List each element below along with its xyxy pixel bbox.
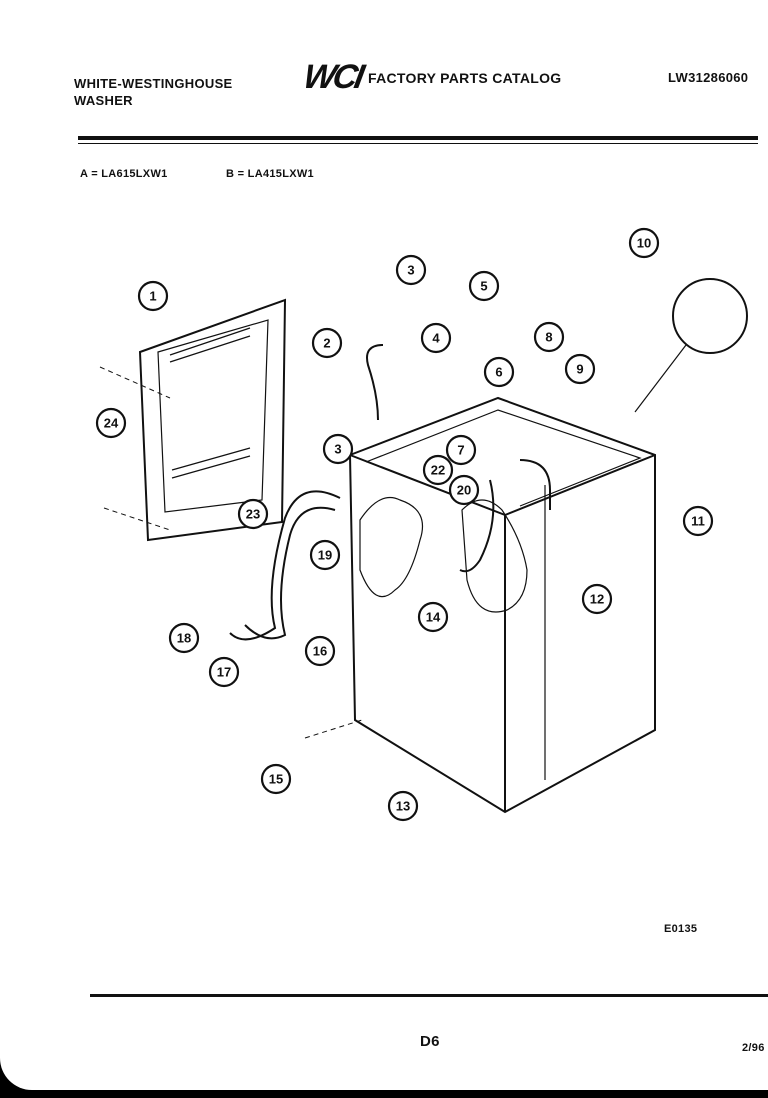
callout-label: 20 [457,483,471,498]
callout-circle [564,353,596,385]
callout-label: 13 [396,799,410,814]
callout-label: 24 [104,416,119,431]
callout-circle [137,280,169,312]
callout-circle [628,227,660,259]
footer-rule [90,994,768,997]
hose-drawing [229,278,748,739]
callout-circle [260,763,292,795]
callout-3: 3 [395,254,427,286]
cabinet-drawing [348,396,656,814]
model-a: A = LA615LXW1 [80,168,168,180]
callout-5: 5 [468,270,500,302]
callout-18: 18 [168,622,200,654]
callout-14: 14 [417,601,449,633]
callout-17: 17 [208,656,240,688]
callout-circle [237,498,269,530]
callout-circle [322,433,354,465]
back-panel-drawing [99,298,287,542]
page-number: D6 [420,1033,440,1050]
callout-label: 17 [217,665,231,680]
model-b: B = LA415LXW1 [226,168,314,180]
callout-label: 7 [457,443,464,458]
callout-label: 1 [149,289,156,304]
catalog-number: LW31286060 [668,70,749,85]
callout-circle [420,322,452,354]
callout-label: 3 [407,263,414,278]
callout-3: 3 [322,433,354,465]
callout-label: 9 [576,362,583,377]
callout-8: 8 [533,321,565,353]
callout-circle [417,601,449,633]
callout-label: 8 [545,330,552,345]
callout-label: 14 [426,610,441,625]
callout-circle [682,505,714,537]
callout-circle [95,407,127,439]
brand-line-2: WASHER [74,93,133,108]
header-rule-thin [78,143,758,144]
callout-circle [468,270,500,302]
callout-20: 20 [448,474,480,506]
callout-circle [309,539,341,571]
callout-circle [581,583,613,615]
callout-circle [422,454,454,486]
callout-circle [483,356,515,388]
callout-circle [533,321,565,353]
callout-label: 18 [177,631,191,646]
callout-label: 4 [432,331,440,346]
callout-circle [304,635,336,667]
callout-9: 9 [564,353,596,385]
callout-label: 19 [318,548,332,563]
callout-11: 11 [682,505,714,537]
callout-22: 22 [422,454,454,486]
brand-line-1: WHITE-WESTINGHOUSE [74,76,233,91]
callout-2: 2 [311,327,343,359]
callout-6: 6 [483,356,515,388]
callout-7: 7 [445,434,477,466]
callout-circle [395,254,427,286]
callout-12: 12 [581,583,613,615]
callout-13: 13 [387,790,419,822]
catalog-title: FACTORY PARTS CATALOG [368,70,562,86]
date-code: 2/96 [742,1042,765,1054]
header-rule-thick [78,136,758,140]
callout-15: 15 [260,763,292,795]
callout-circle [448,474,480,506]
callout-4: 4 [420,322,452,354]
callout-label: 6 [495,365,502,380]
callout-24: 24 [95,407,127,439]
callout-circle [445,434,477,466]
callout-circle [168,622,200,654]
callout-label: 3 [334,442,341,457]
callout-label: 23 [246,507,260,522]
callout-19: 19 [309,539,341,571]
callout-1: 1 [137,280,169,312]
callout-label: 10 [637,236,651,251]
callout-23: 23 [237,498,269,530]
callout-10: 10 [628,227,660,259]
callout-circle [311,327,343,359]
callout-16: 16 [304,635,336,667]
callout-label: 16 [313,644,327,659]
callout-circle [387,790,419,822]
diagram-code: E0135 [664,923,698,935]
callout-circle [208,656,240,688]
callout-label: 5 [480,279,487,294]
callout-label: 22 [431,463,445,478]
callout-label: 15 [269,772,283,787]
callout-label: 12 [590,592,604,607]
callout-label: 11 [691,514,705,529]
callout-label: 2 [323,336,330,351]
